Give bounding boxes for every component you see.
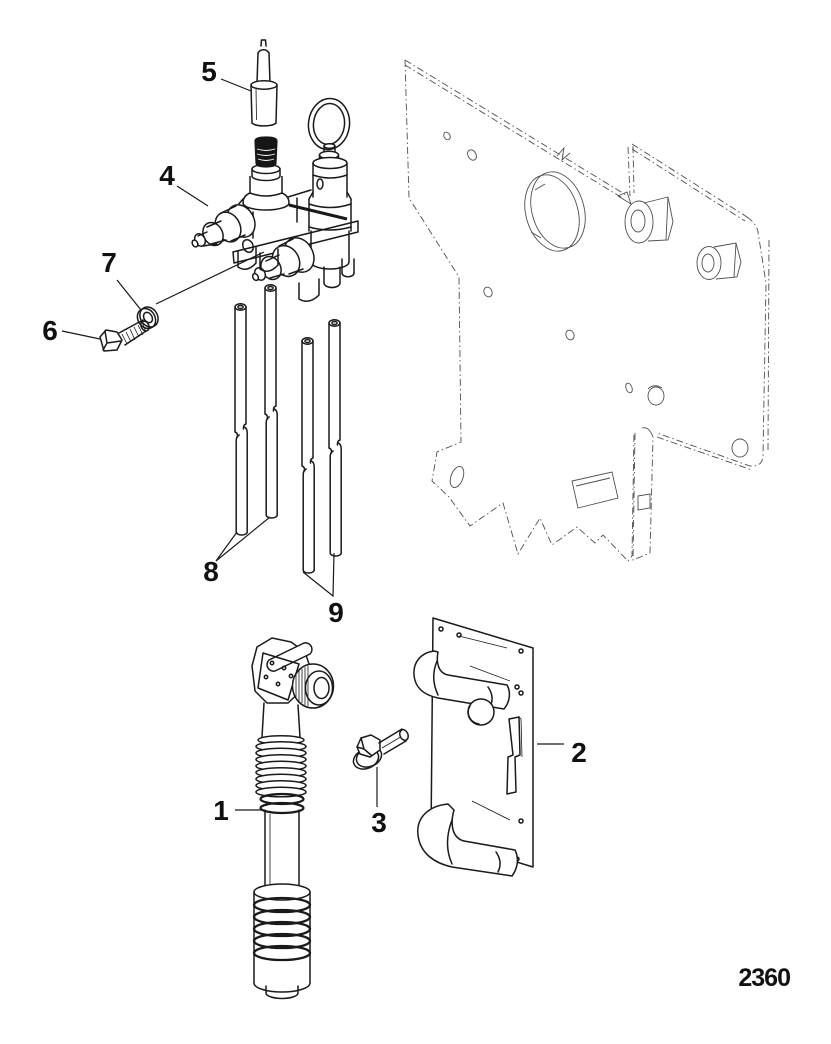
black-knob xyxy=(254,136,278,168)
valve-left-fitting xyxy=(191,204,256,248)
tube-set-right xyxy=(301,319,342,574)
pull-ring-pin xyxy=(307,97,351,167)
callout-4: 4 xyxy=(159,160,175,191)
callout-2: 2 xyxy=(571,737,587,768)
tube-set-left xyxy=(234,284,278,536)
tube xyxy=(328,319,342,557)
leader-4 xyxy=(176,185,209,207)
leader-lines xyxy=(61,78,564,811)
pump-assembly xyxy=(251,637,335,1000)
rivet-plate xyxy=(257,652,300,701)
hex-nut-lower xyxy=(696,242,742,280)
callout-7: 7 xyxy=(101,247,117,278)
drawing-number: 2360 xyxy=(738,964,790,992)
leader-5 xyxy=(220,78,252,92)
pump-bellows xyxy=(255,735,307,798)
leader-7-extension xyxy=(155,251,265,305)
callout-5: 5 xyxy=(201,56,217,87)
pump-tube xyxy=(264,809,300,893)
bracket-slot xyxy=(506,716,521,795)
valve-right-cylinder xyxy=(308,156,355,289)
callout-8: 8 xyxy=(203,556,219,587)
pump-foot xyxy=(252,883,312,1000)
spring-clip-bottom xyxy=(417,803,519,877)
callout-6: 6 xyxy=(42,315,58,346)
tube xyxy=(264,284,278,519)
callout-labels: 5 4 7 6 8 9 1 3 2 xyxy=(42,56,587,838)
washer xyxy=(136,306,159,330)
callout-1: 1 xyxy=(213,795,229,826)
screw-small xyxy=(99,319,150,352)
pump-lever xyxy=(266,642,313,672)
mounting-plate-phantom xyxy=(404,59,770,562)
flange-bolt xyxy=(352,728,409,770)
pump-collar xyxy=(259,792,305,815)
hex-nut-upper xyxy=(624,196,674,244)
clip-bracket xyxy=(413,617,534,877)
leader-6 xyxy=(61,330,101,340)
leader-8 xyxy=(215,516,271,562)
valve-manifold-assembly xyxy=(191,97,359,302)
leader-9 xyxy=(302,552,335,598)
leader-7 xyxy=(116,279,142,311)
adjuster-tower xyxy=(242,136,290,211)
plunger-pin xyxy=(250,39,278,127)
tube xyxy=(234,303,248,536)
callout-9: 9 xyxy=(328,597,344,628)
tube xyxy=(301,337,315,574)
pump-knob xyxy=(291,663,335,709)
pump-neck xyxy=(261,702,301,738)
valve-center-fitting xyxy=(251,237,315,282)
callout-3: 3 xyxy=(371,807,387,838)
